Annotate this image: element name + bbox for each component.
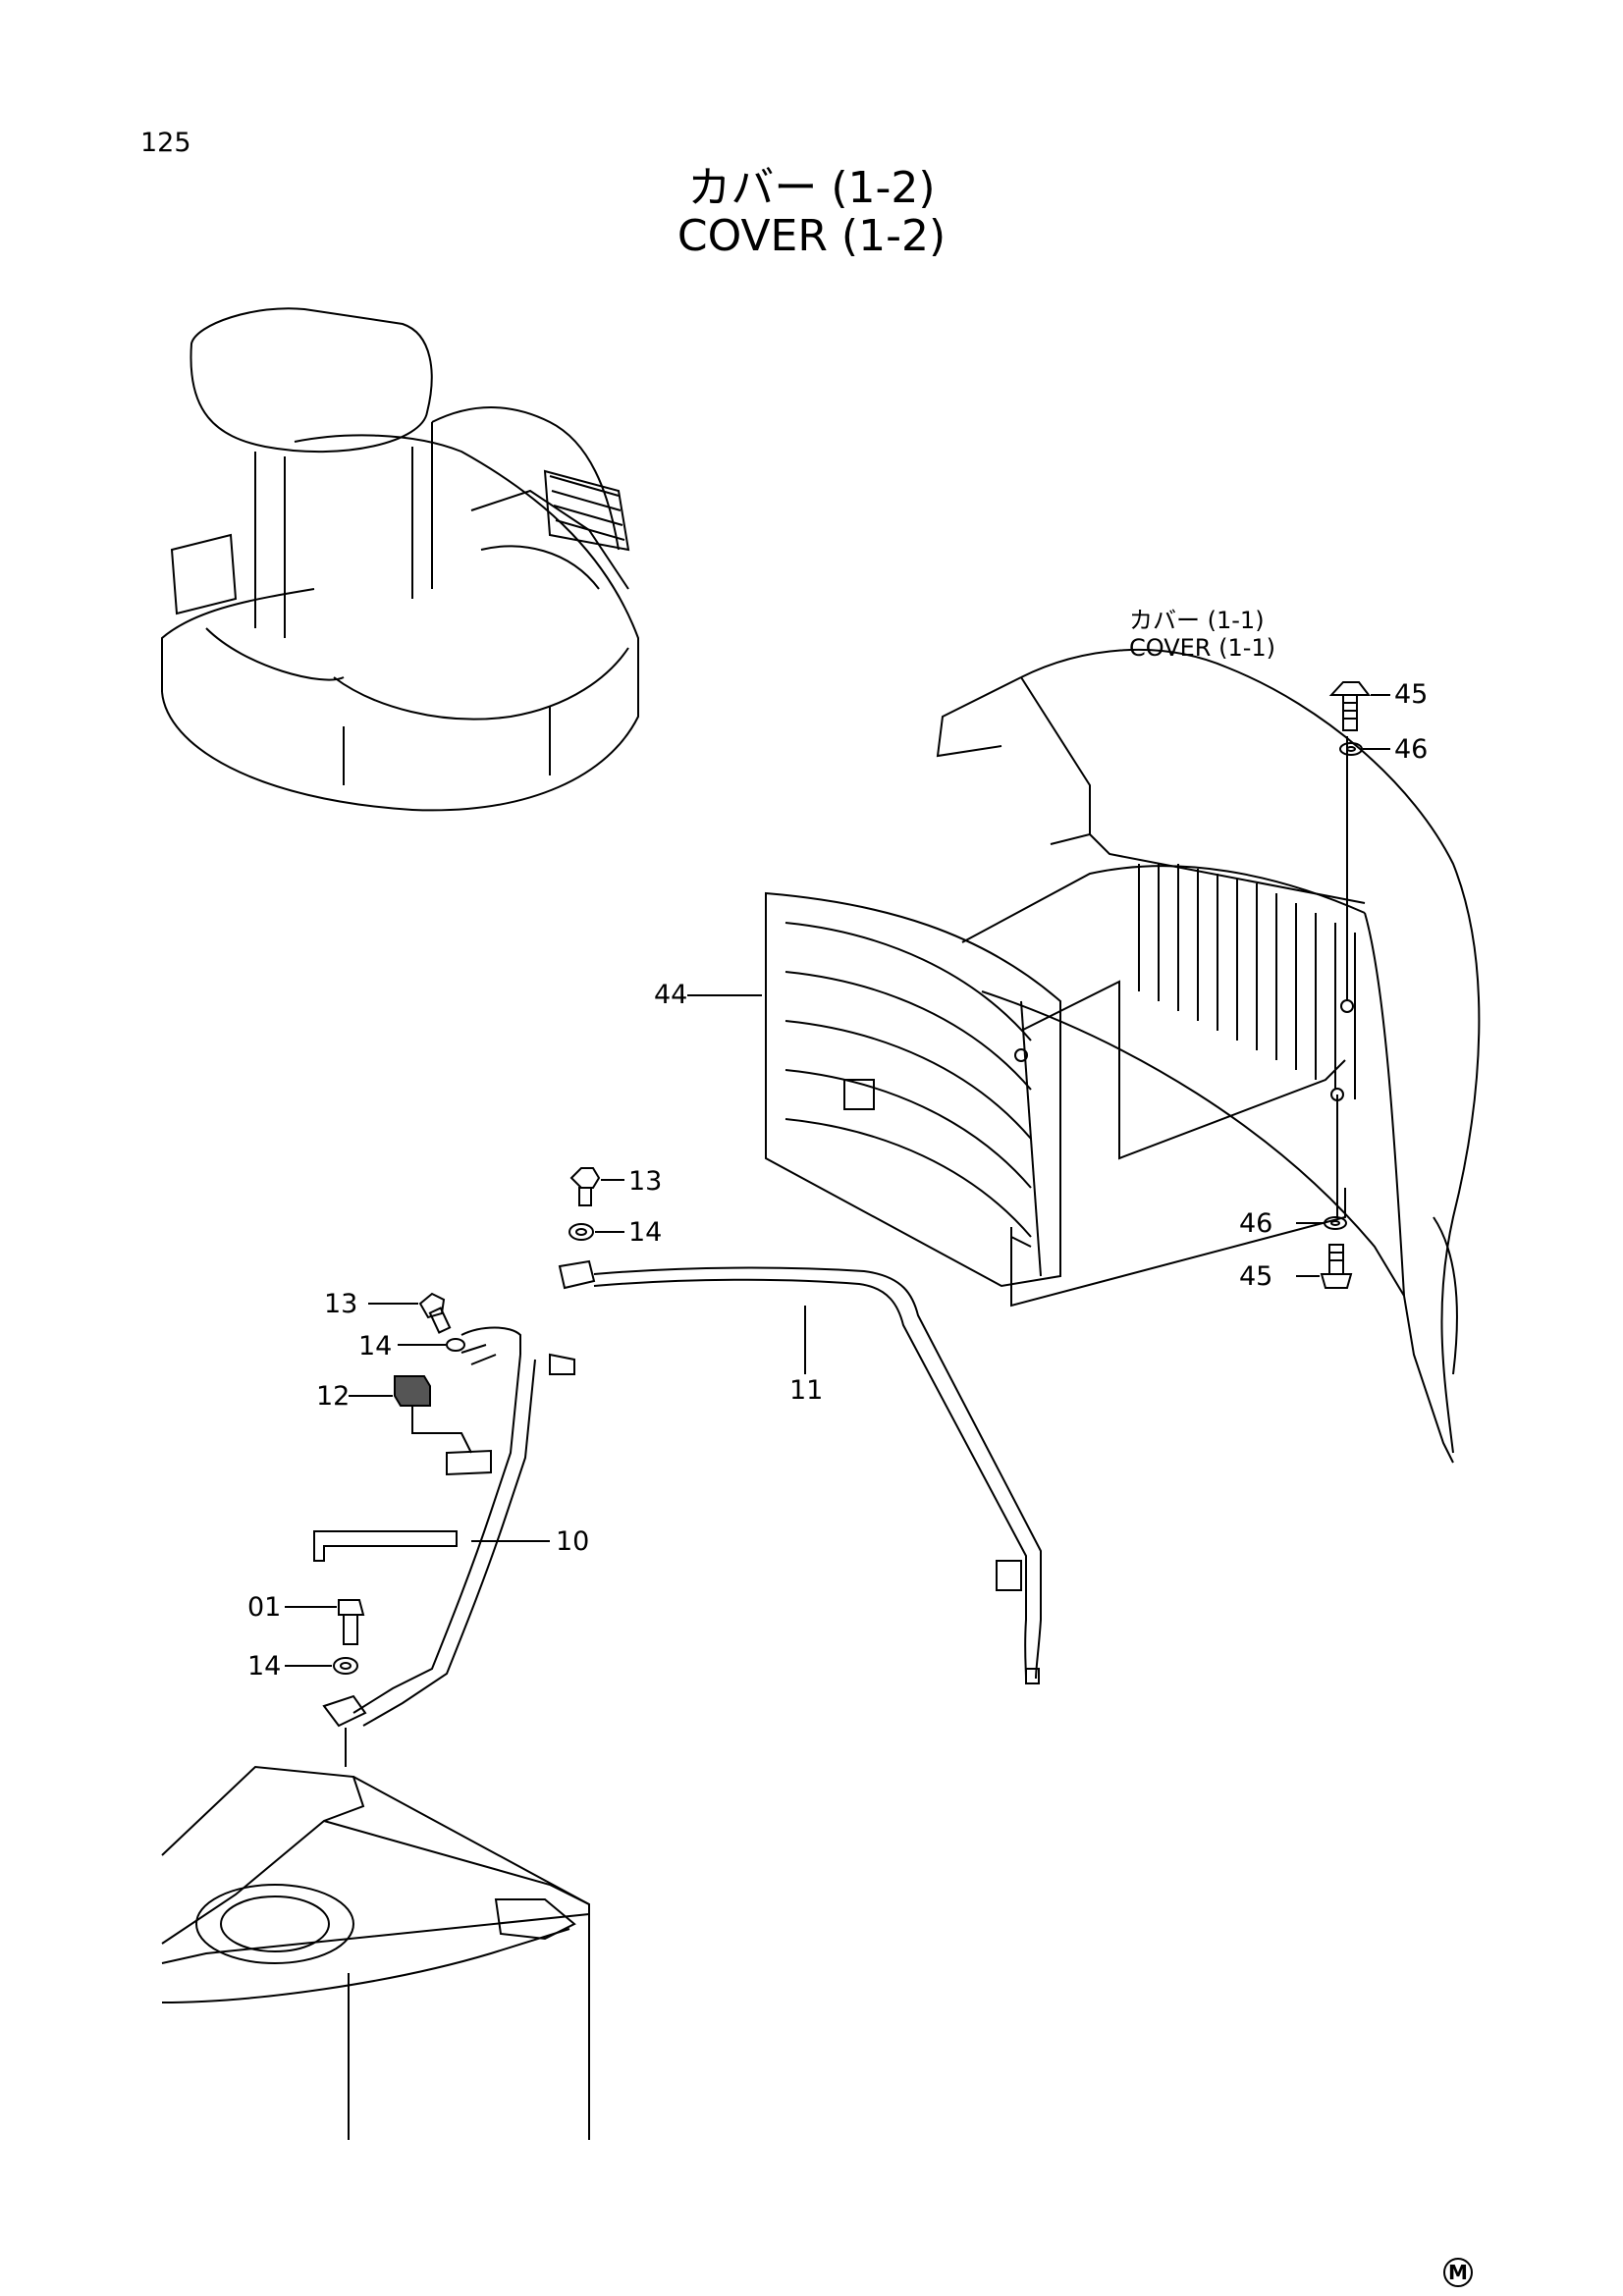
frame-outline (161, 1765, 590, 2140)
spacer-12 (349, 1375, 472, 1454)
grille-part-44 (765, 891, 1061, 1288)
callout-10: 10 (556, 1526, 590, 1557)
callout-44: 44 (654, 980, 688, 1010)
washer-14-bottom (285, 1657, 358, 1675)
callout-46-top: 46 (1394, 734, 1429, 765)
callout-01: 01 (247, 1592, 282, 1623)
bolt-13-top (569, 1167, 624, 1206)
bolt-45-top (1328, 681, 1390, 731)
callout-12: 12 (316, 1381, 351, 1412)
bolt-45-bottom (1296, 1244, 1353, 1289)
cable-part-10 (313, 1326, 575, 1728)
cable-part-11 (558, 1259, 1042, 1684)
bolt-01 (285, 1599, 365, 1645)
reference-title-japanese: カバー (1-1) (1129, 607, 1265, 634)
callout-13-top: 13 (628, 1166, 663, 1197)
callout-14-top: 14 (628, 1217, 663, 1248)
washer-46-bottom (1296, 1216, 1347, 1230)
reference-title-english: COVER (1-1) (1129, 634, 1276, 662)
callout-45-top: 45 (1394, 679, 1429, 710)
title-english: COVER (1-2) (676, 211, 947, 261)
assembly-line-44b (1010, 1188, 1346, 1308)
washer-46-top (1339, 742, 1390, 756)
callout-11: 11 (789, 1375, 824, 1406)
washer-14-top (568, 1223, 624, 1241)
callout-13-left: 13 (324, 1289, 358, 1319)
side-cover-outline (936, 648, 1481, 1464)
callout-45-bottom: 45 (1239, 1261, 1273, 1292)
washer-14-left (398, 1338, 465, 1352)
assembly-line-44 (1020, 980, 1346, 1160)
callout-14-bottom: 14 (247, 1651, 282, 1682)
callout-14-left: 14 (358, 1331, 393, 1362)
bolt-13-left (368, 1292, 452, 1334)
manufacturer-mark: M (1443, 2258, 1473, 2287)
page-number: 125 (140, 128, 191, 158)
machine-overview-sketch (161, 307, 639, 812)
title-japanese: カバー (1-2) (687, 163, 936, 213)
callout-46-bottom: 46 (1239, 1208, 1273, 1239)
